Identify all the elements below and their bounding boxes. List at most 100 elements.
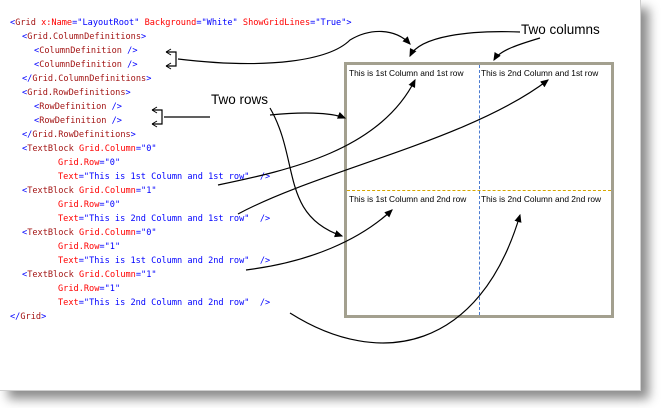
arrow-coldefs-to-columns [177,30,411,65]
code-token-pun: /> [121,60,138,70]
code-token-val: "LayoutRoot" [77,18,140,28]
code-token-pun: > [130,130,136,140]
code-token-pun: = [78,298,84,308]
grid-preview: This is 1st Column and 1st row This is 2… [344,62,614,318]
arrow-text-r0c0 [217,78,416,186]
arrow-rows-to-row1 [269,111,347,119]
code-token-pun: < [34,60,40,70]
code-token-pun: < [22,186,28,196]
xaml-code-listing: <Grid x:Name="LayoutRoot" Background="Wh… [10,16,352,324]
column-bracket-tick-1 [165,48,172,56]
code-token-pun: = [78,172,84,182]
code-token-tag: Grid.RowDefinitions [27,88,126,98]
callout-two-rows: Two rows [211,92,269,107]
code-line: <TextBlock Grid.Column="1" [10,268,352,282]
code-token-pun: </ [10,312,21,322]
code-line: <Grid x:Name="LayoutRoot" Background="Wh… [10,16,352,30]
code-line: <TextBlock Grid.Column="1" [10,184,352,198]
code-line: Grid.Row="0" [10,156,352,170]
code-token-attr: Text [58,172,79,182]
arrow-columns-to-col1 [409,31,521,58]
code-token-pun: < [22,88,28,98]
code-line: <Grid.RowDefinitions> [10,86,352,100]
code-line: Text="This is 2nd Column and 1st row" /> [10,212,352,226]
arrow-text-r1c1 [289,213,522,344]
code-token-pun: < [22,270,28,280]
code-line: </Grid.ColumnDefinitions> [10,72,352,86]
code-token-attr: Grid.Row [58,200,100,210]
code-token-pun: </ [22,74,33,84]
code-token-tag: TextBlock [27,270,74,280]
code-token-pun: < [34,102,40,112]
cell-text-r1c1: This is 2nd Column and 2nd row [481,194,602,204]
code-token-val: "This is 1st Column and 2nd row" [83,256,250,266]
code-token-pun: < [22,32,28,42]
code-token-attr: Grid.Column [73,228,136,238]
code-token-pun: = [135,270,142,280]
code-token-attr: x:Name [35,18,73,28]
code-token-pun: < [34,116,40,126]
row-bracket-tick-2 [151,120,158,128]
code-line: <ColumnDefinition /> [10,58,352,72]
code-token-val: "This is 2nd Column and 2nd row" [83,298,250,308]
code-token-pun: /> [249,172,271,182]
code-token-val: "0" [141,144,157,154]
code-token-val: "1" [104,284,121,294]
code-line: Grid.Row="1" [10,282,352,296]
code-token-val: "0" [141,228,157,238]
cell-text-r1c0: This is 1st Column and 2nd row [349,194,467,204]
code-token-pun: = [78,214,84,224]
code-token-pun: < [22,144,28,154]
code-token-attr: Grid.Column [73,186,136,196]
column-bracket-tick-2 [165,62,172,70]
callout-two-columns: Two columns [521,22,600,37]
code-token-pun: > [41,312,47,322]
code-token-attr: Grid.Column [73,270,136,280]
code-token-val: "True" [315,18,347,28]
code-token-tag: TextBlock [27,186,74,196]
code-line: <Grid.ColumnDefinitions> [10,30,352,44]
code-token-val: "0" [104,200,121,210]
row-bracket-tick-1 [151,106,158,114]
code-token-tag: ColumnDefinition [39,46,122,56]
code-token-pun: /> [249,256,271,266]
code-token-tag: Grid [20,312,42,322]
code-token-tag: ColumnDefinition [39,60,122,70]
code-line: Text="This is 1st Column and 1st row" /> [10,170,352,184]
code-line: Grid.Row="0" [10,198,352,212]
code-token-pun: > [146,74,152,84]
code-token-pun: /> [249,298,271,308]
code-token-pun: = [99,200,105,210]
code-token-pun: = [135,228,142,238]
code-line: <TextBlock Grid.Column="0" [10,142,352,156]
code-token-pun: = [196,18,202,28]
row-gridline [347,190,611,191]
code-token-attr: Background [139,18,197,28]
code-token-val: "This is 2nd Column and 1st row" [83,214,250,224]
code-token-pun: = [135,144,142,154]
code-line: </Grid> [10,310,352,324]
code-token-pun: = [72,18,78,28]
code-token-attr: Grid.Row [58,242,100,252]
code-token-tag: Grid.RowDefinitions [32,130,131,140]
code-token-pun: = [99,242,105,252]
code-token-val: "White" [201,18,238,28]
code-token-pun: = [135,186,142,196]
code-line: Text="This is 2nd Column and 2nd row" /> [10,296,352,310]
code-token-pun: = [99,158,105,168]
code-token-attr: Text [58,298,79,308]
code-line: <TextBlock Grid.Column="0" [10,226,352,240]
code-line: <RowDefinition /> [10,100,352,114]
code-token-attr: Text [58,256,79,266]
code-token-val: "1" [104,242,121,252]
code-token-tag: Grid.ColumnDefinitions [32,74,147,84]
code-token-pun: /> [249,214,271,224]
code-token-attr: Grid.Column [73,144,136,154]
code-line: </Grid.RowDefinitions> [10,128,352,142]
code-token-pun: /> [121,46,138,56]
code-token-pun: = [310,18,316,28]
code-token-tag: RowDefinition [39,116,107,126]
code-token-val: "This is 1st Column and 1st row" [83,172,250,182]
code-token-pun: > [346,18,352,28]
